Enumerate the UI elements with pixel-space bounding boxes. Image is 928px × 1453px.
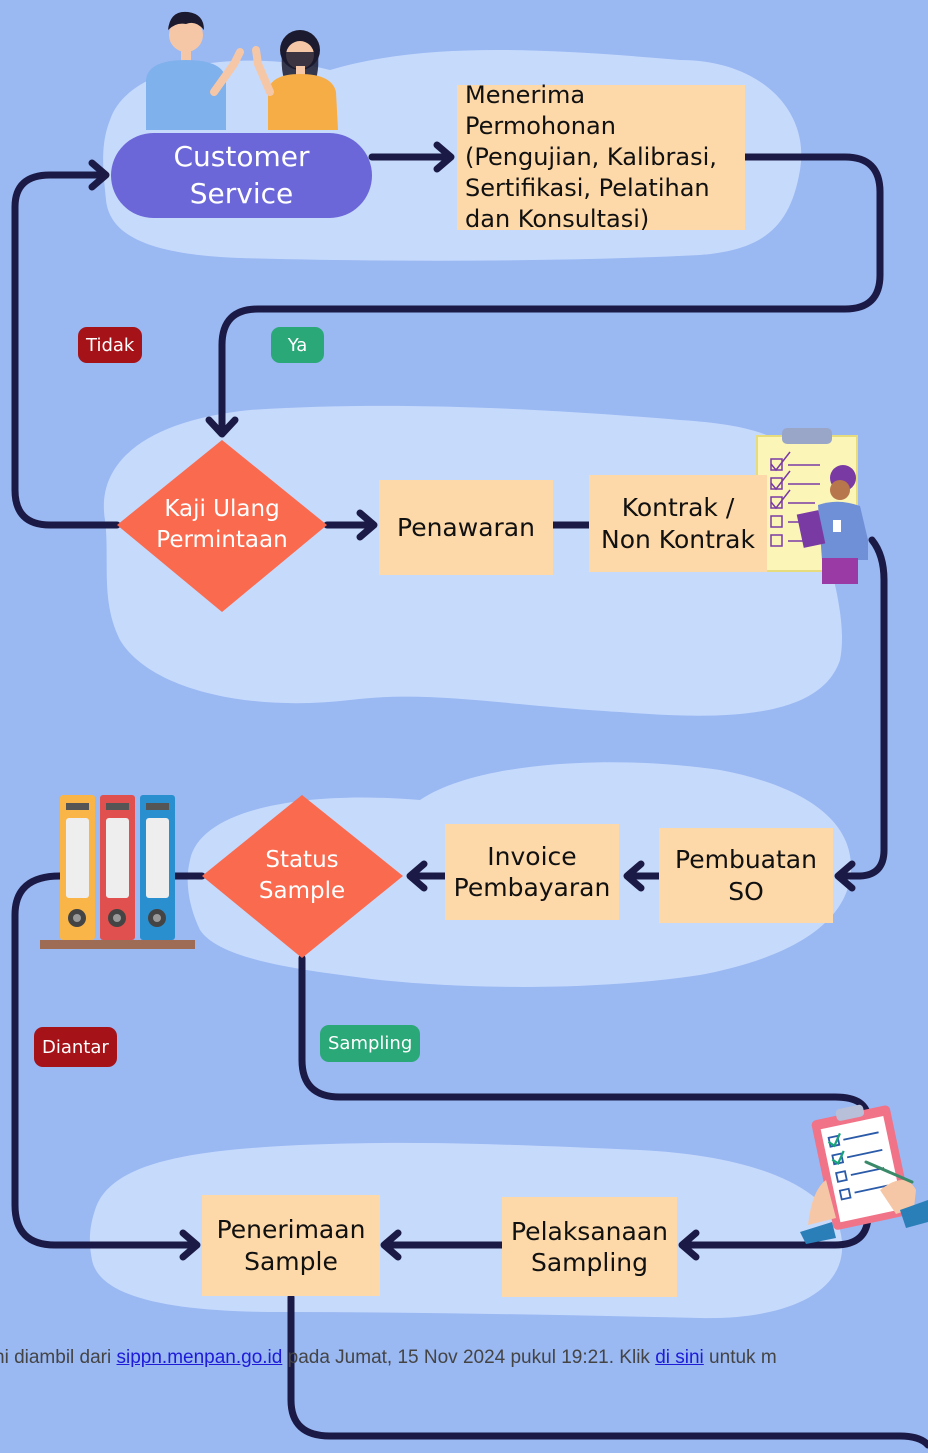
footer-prefix: ni diambil dari <box>0 1347 117 1368</box>
invoice-node: Invoice Pembayaran <box>445 824 619 920</box>
footer-suffix: untuk m <box>703 1347 777 1368</box>
pembuatan-so-node: Pembuatan SO <box>659 828 833 923</box>
arrow-diantar-to-penerimaan <box>11 872 194 1249</box>
arrow-kontrak-to-so <box>838 536 888 880</box>
menerima-permohonan-node: Menerima Permohonan (Pengujian, Kalibras… <box>457 81 745 233</box>
kaji-ulang-label: Kaji Ulang Permintaan <box>156 495 288 553</box>
line-penerimaan-down <box>287 1293 928 1449</box>
tag-tidak: Tidak <box>78 327 143 363</box>
decision-status-sample <box>202 795 403 958</box>
arrowheads <box>88 141 856 1261</box>
arrowhead <box>179 1229 201 1261</box>
penawaran-node: Penawaran <box>379 480 553 575</box>
people-illustration <box>146 11 338 130</box>
arrowhead <box>205 416 239 438</box>
pelaksanaan-sampling-node: Pelaksanaan Sampling <box>502 1197 677 1297</box>
arrowhead <box>623 860 645 892</box>
arrowhead <box>356 509 378 541</box>
arrowhead <box>88 159 110 191</box>
arrowhead <box>406 860 428 892</box>
penerimaan-sample-node: Penerimaan Sample <box>202 1195 380 1296</box>
arrow-tidak-back-to-cs <box>11 171 121 529</box>
arrowhead <box>433 141 455 173</box>
arrowhead <box>834 860 856 892</box>
clipboard-hands-icon <box>800 1104 928 1244</box>
arrow-menerima-to-kaji <box>218 153 884 432</box>
customer-service-node: Customer Service <box>111 133 372 218</box>
decision-kaji-ulang <box>117 440 327 612</box>
arrowhead <box>678 1229 700 1261</box>
source-link[interactable]: sippn.menpan.go.id <box>116 1347 283 1368</box>
connectors <box>11 153 928 1449</box>
here-link[interactable]: di sini <box>655 1347 704 1368</box>
tag-diantar: Diantar <box>34 1027 117 1067</box>
tag-ya: Ya <box>271 327 324 363</box>
status-sample-label: Status Sample <box>258 846 346 904</box>
arrow-sampling-to-clipboard <box>298 954 872 1124</box>
arrowhead <box>380 1229 402 1261</box>
source-footer: ni diambil dari sippn.menpan.go.id pada … <box>0 1347 928 1369</box>
checklist-clipboard-person-icon <box>756 428 868 584</box>
binders-shelf-icon <box>40 795 195 949</box>
kontrak-node: Kontrak / Non Kontrak <box>589 475 767 572</box>
tag-sampling: Sampling <box>320 1025 421 1062</box>
footer-middle: pada Jumat, 15 Nov 2024 pukul 19:21. Kli… <box>282 1347 656 1368</box>
